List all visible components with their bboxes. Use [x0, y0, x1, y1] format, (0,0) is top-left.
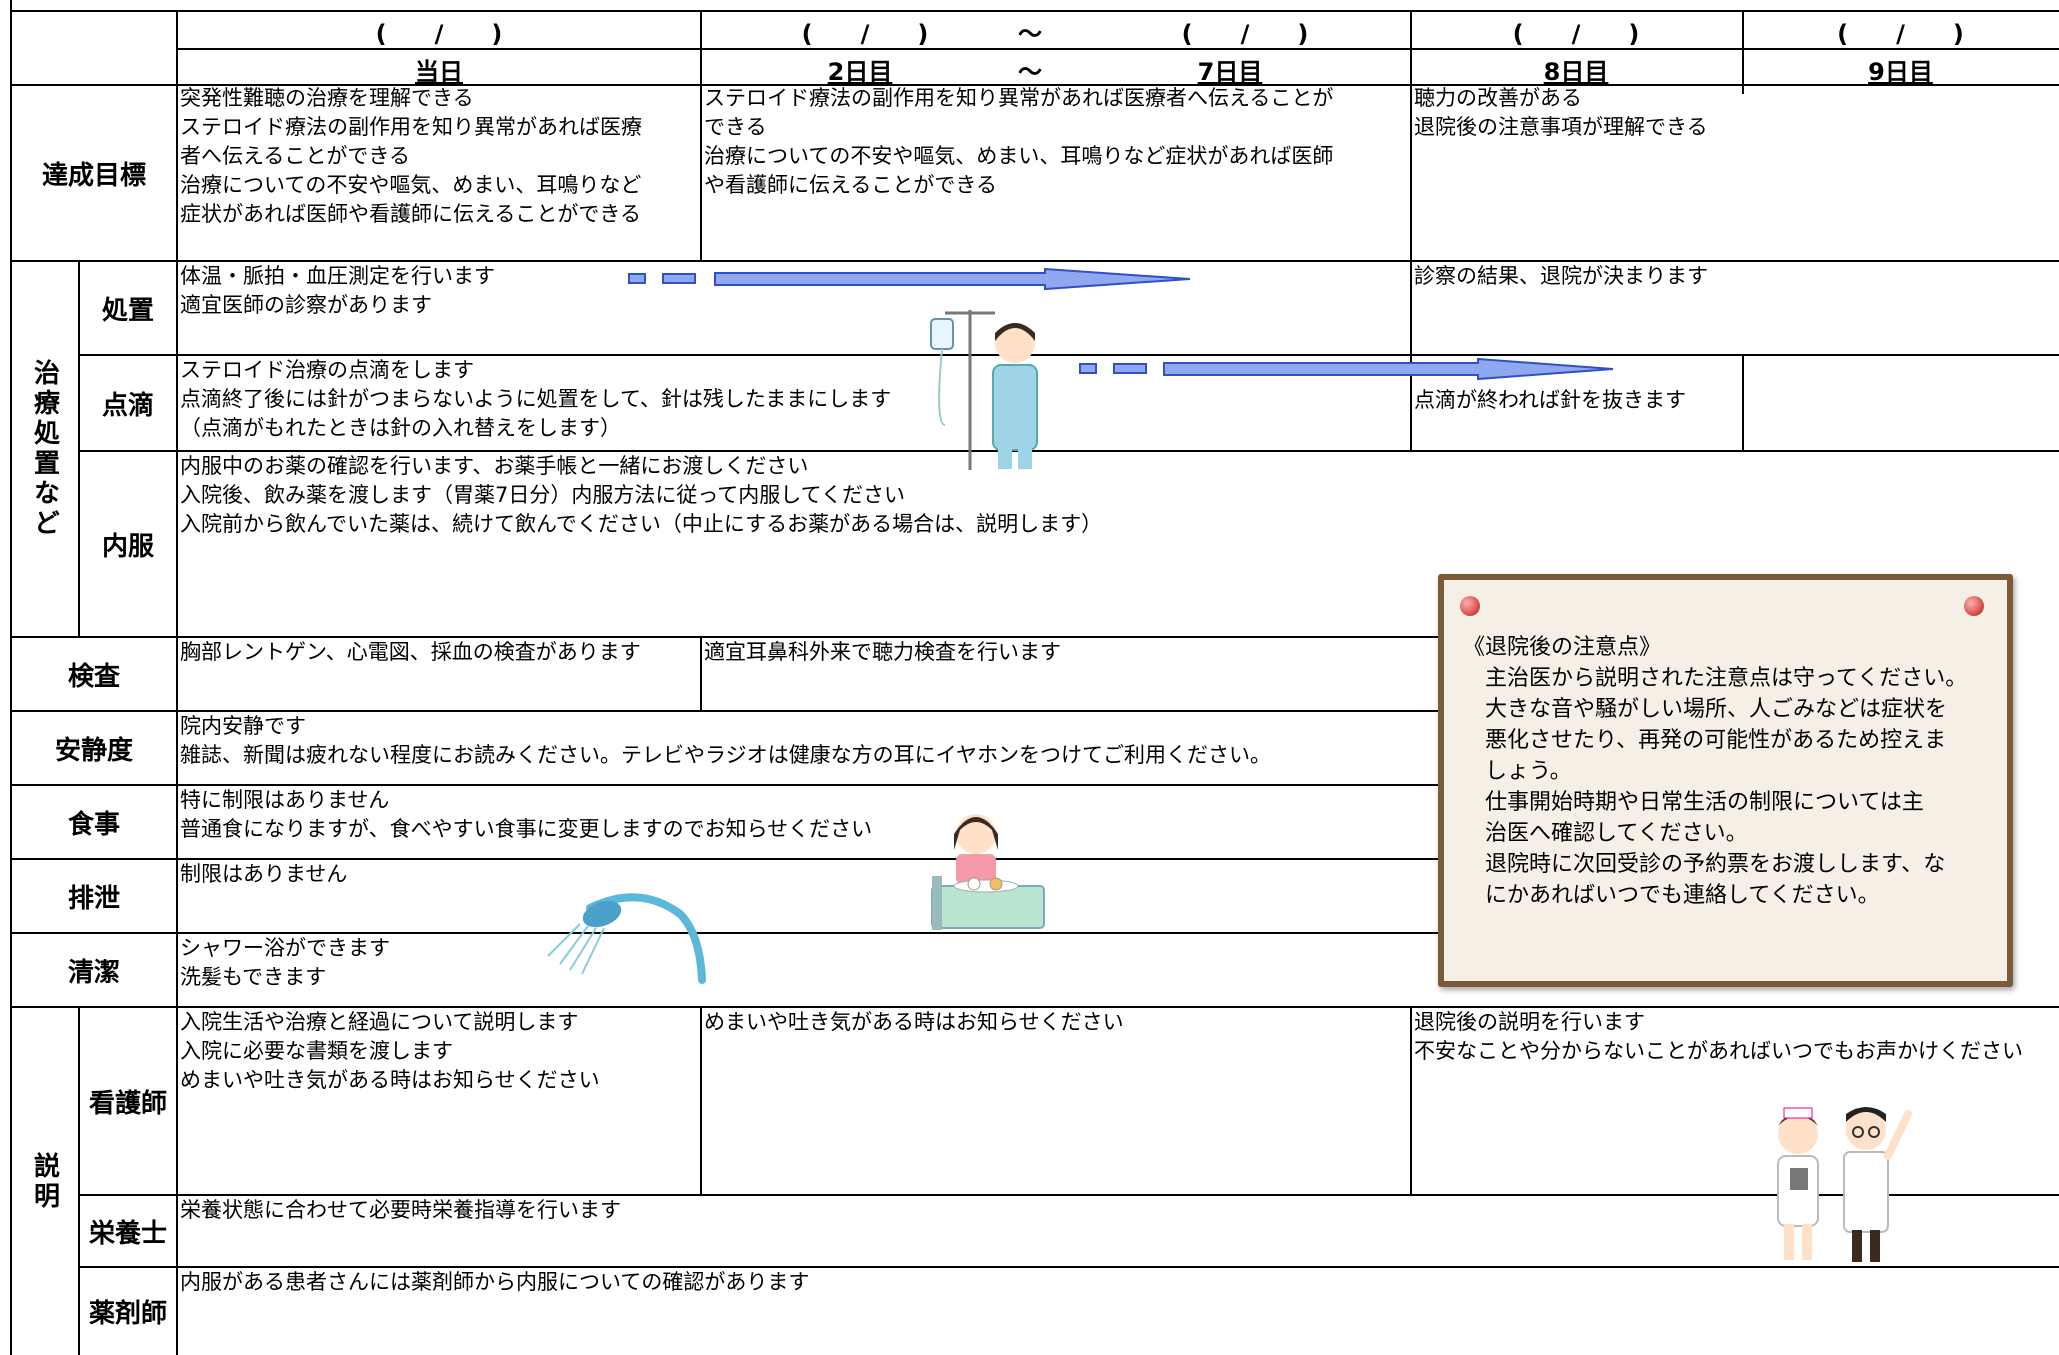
label-rest: 安静度 [54, 735, 133, 766]
procedure-day1: 体温・脈拍・血圧測定を行います 適宜医師の診察があります [180, 264, 495, 317]
nurse-day8: 退院後の説明を行います 不安なことや分からないことがあればいつでもお声かけくださ… [1414, 1010, 2023, 1063]
procedure-day8: 診察の結果、退院が決まります [1414, 264, 1708, 288]
date-blank-day9: ( / ) [1837, 20, 1964, 48]
header-day2: 2日目 [827, 58, 893, 86]
header-day1: 当日 [415, 58, 463, 86]
goal-day8: 聴力の改善がある 退院後の注意事項が理解できる [1414, 86, 1708, 139]
shower-head-illustration [547, 893, 706, 984]
date-blank-day1: ( / ) [375, 20, 503, 48]
exam-day1: 胸部レントゲン、心電図、採血の検査があります [180, 640, 641, 664]
hygiene-day1: シャワー浴ができます 洗髪もできます [180, 936, 390, 989]
label-drip: 点滴 [101, 390, 154, 421]
discharge-notice-text: 《退院後の注意点》 主治医から説明された注意点は守ってください。 大きな音や騒が… [1463, 635, 1968, 908]
exam-day2: 適宜耳鼻科外来で聴力検査を行います [704, 640, 1061, 664]
date-blank-day7: ( / ) [1181, 20, 1309, 48]
goal-day1: 突発性難聴の治療を理解できる ステロイド療法の副作用を知り異常があれば医療 者へ… [180, 86, 642, 226]
label-nurse: 看護師 [88, 1088, 167, 1119]
date-blank-day8: ( / ) [1512, 20, 1640, 48]
procedure-continue-arrow [628, 268, 1191, 291]
nurse-day2: めまいや吐き気がある時はお知らせください [704, 1010, 1124, 1034]
label-treatment-group: 治療処置など [29, 359, 60, 539]
label-dietitian: 栄養士 [88, 1218, 167, 1249]
header-day7: 7日目 [1197, 58, 1263, 86]
goal-day2: ステロイド療法の副作用を知り異常があれば医療者へ伝えることが できる 治療につい… [704, 86, 1334, 197]
drip-day8: 点滴が終われば針を抜きます [1414, 388, 1686, 412]
excretion-day1: 制限はありません [180, 862, 348, 886]
label-pharmacist: 薬剤師 [88, 1299, 167, 1329]
header-day9: 9日目 [1868, 58, 1933, 86]
dietitian-day1: 栄養状態に合わせて必要時栄養指導を行います [180, 1198, 621, 1222]
drip-day1: ステロイド治療の点滴をします 点滴終了後には針がつまらないように処置をして、針は… [180, 358, 892, 440]
rest-day1: 院内安静です 雑誌、新聞は疲れない程度にお読みください。テレビやラジオは健康な方… [180, 714, 1271, 767]
iv-patient-illustration [930, 310, 1038, 470]
pharmacist-day1: 内服がある患者さんには薬剤師から内服についての確認があります [180, 1270, 810, 1294]
date-tilde: ～ [1018, 20, 1042, 48]
label-procedure: 処置 [101, 295, 154, 326]
drip-continue-arrow [1079, 358, 1614, 381]
push-pin-icon [1460, 596, 1480, 616]
meal-day1: 特に制限はありません 普通食になりますが、食べやすい食事に変更しますのでお知らせ… [180, 788, 873, 841]
label-explain-group: 説明 [29, 1151, 60, 1212]
header-tilde: ～ [1018, 58, 1042, 86]
label-goal: 達成目標 [41, 160, 146, 191]
label-exam: 検査 [67, 661, 120, 692]
meal-patient-illustration [931, 814, 1045, 930]
nurse-doctor-illustration [1777, 1107, 1912, 1262]
push-pin-icon [1964, 596, 1984, 616]
label-meal: 食事 [67, 809, 120, 840]
label-hygiene: 清潔 [67, 957, 120, 988]
nurse-day1: 入院生活や治療と経過について説明します 入院に必要な書類を渡します めまいや吐き… [180, 1010, 600, 1092]
date-blank-day2: ( / ) [801, 20, 929, 48]
notice-paper [1444, 580, 2007, 981]
label-oral: 内服 [101, 531, 154, 562]
label-excretion: 排泄 [67, 883, 120, 914]
header-day8: 8日目 [1543, 58, 1609, 86]
oral-day1: 内服中のお薬の確認を行います、お薬手帳と一緒にお渡しください 入院後、飲み薬を渡… [180, 454, 1103, 536]
